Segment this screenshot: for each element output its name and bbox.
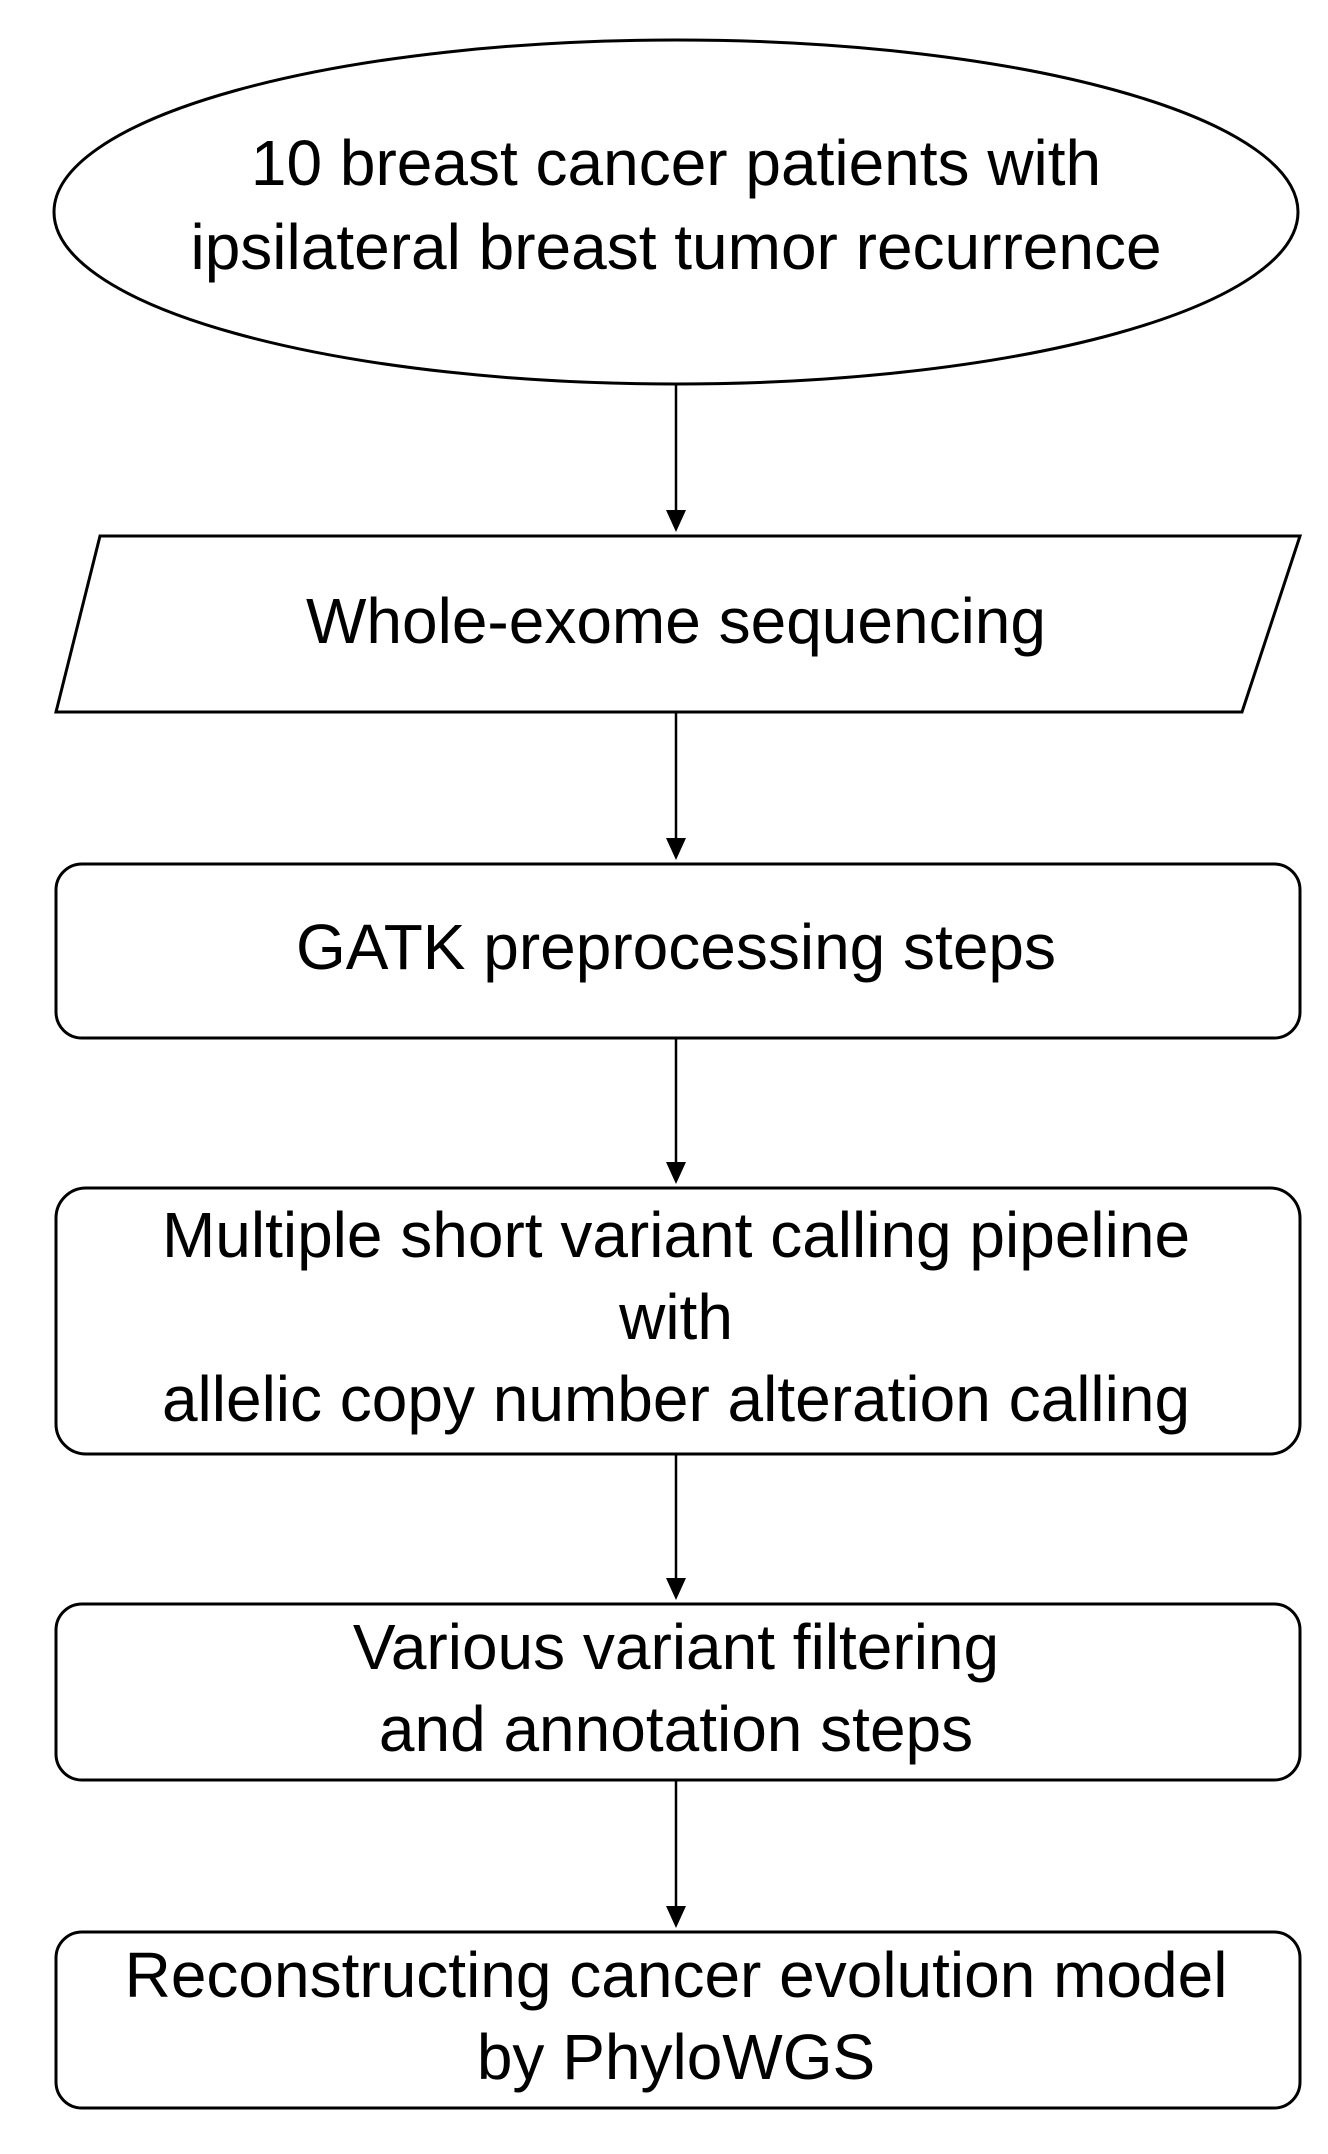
node-filtering: Various variant filtering and annotation… (54, 1602, 1302, 1782)
arrow-head (666, 838, 686, 860)
arrow-head (666, 1162, 686, 1184)
rounded-rectangle-shape (54, 1930, 1302, 2110)
node-wes: Whole-exome sequencing (54, 534, 1303, 714)
edge-variant-calling-to-filtering (666, 1454, 686, 1600)
parallelogram-shape (54, 534, 1303, 714)
node-filtering-line-2: and annotation steps (379, 1693, 973, 1765)
node-phylowgs: Reconstructing cancer evolution model by… (54, 1930, 1302, 2110)
node-gatk-line-1: GATK preprocessing steps (296, 911, 1056, 983)
node-patients: 10 breast cancer patients with ipsilater… (52, 38, 1300, 386)
edge-gatk-to-variant-calling (666, 1038, 686, 1184)
edge-filtering-to-phylowgs (666, 1780, 686, 1928)
node-patients-line-1: 10 breast cancer patients with (251, 127, 1101, 199)
rounded-rectangle-shape (54, 1186, 1302, 1456)
node-phylowgs-line-2: by PhyloWGS (477, 2021, 875, 2093)
node-variant-calling-line-3: allelic copy number alteration calling (162, 1363, 1190, 1435)
rounded-rectangle-shape (54, 1602, 1302, 1782)
node-patients-line-2: ipsilateral breast tumor recurrence (190, 211, 1161, 283)
arrow-head (666, 1906, 686, 1928)
node-filtering-line-1: Various variant filtering (353, 1611, 999, 1683)
node-gatk: GATK preprocessing steps (54, 862, 1302, 1040)
rounded-rectangle-shape (54, 862, 1302, 1040)
edge-patients-to-wes (666, 384, 686, 532)
arrow-head (666, 510, 686, 532)
node-phylowgs-line-1: Reconstructing cancer evolution model (125, 1939, 1228, 2011)
edge-wes-to-gatk (666, 712, 686, 860)
node-variant-calling: Multiple short variant calling pipeline … (54, 1186, 1302, 1456)
node-wes-line-1: Whole-exome sequencing (306, 585, 1046, 657)
arrow-head (666, 1578, 686, 1600)
node-variant-calling-line-2: with (618, 1281, 733, 1353)
node-variant-calling-line-1: Multiple short variant calling pipeline (162, 1199, 1190, 1271)
